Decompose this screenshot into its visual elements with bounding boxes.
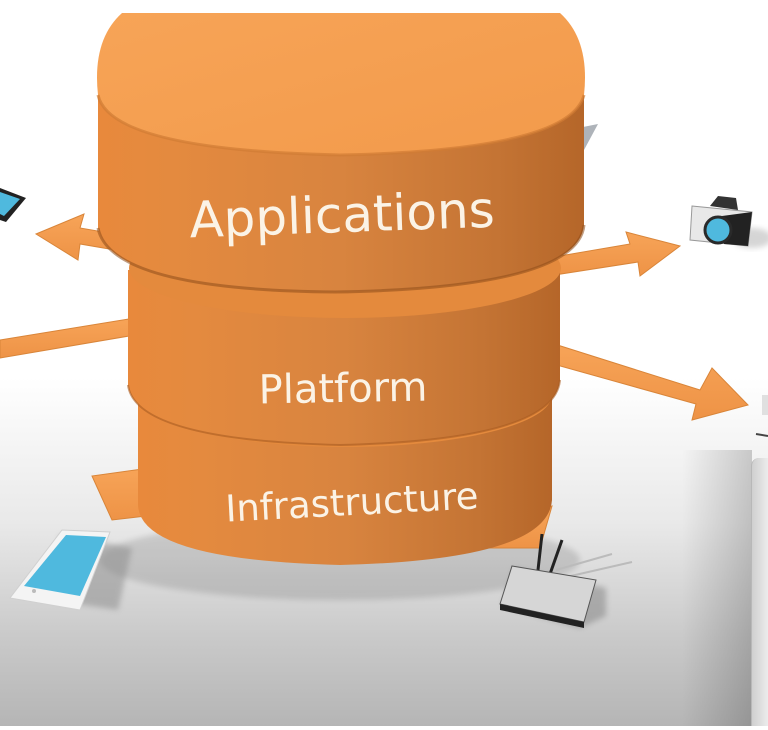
right-side-panel	[751, 458, 768, 726]
stack: Applications Platform Infrastructure	[96, 13, 586, 565]
camera-icon	[689, 196, 768, 248]
right-panel-shadow	[682, 450, 752, 726]
monitor-icon	[755, 395, 768, 437]
router-icon	[499, 533, 633, 628]
layer-applications	[96, 13, 586, 294]
tablet-icon	[0, 188, 26, 222]
platform-label: Platform	[258, 365, 427, 414]
arrow-to-camera	[547, 231, 682, 277]
applications-label: Applications	[188, 181, 495, 250]
arrow-to-monitor	[545, 341, 749, 421]
smartphone-icon	[9, 529, 132, 611]
arrow-from-left	[0, 317, 136, 359]
